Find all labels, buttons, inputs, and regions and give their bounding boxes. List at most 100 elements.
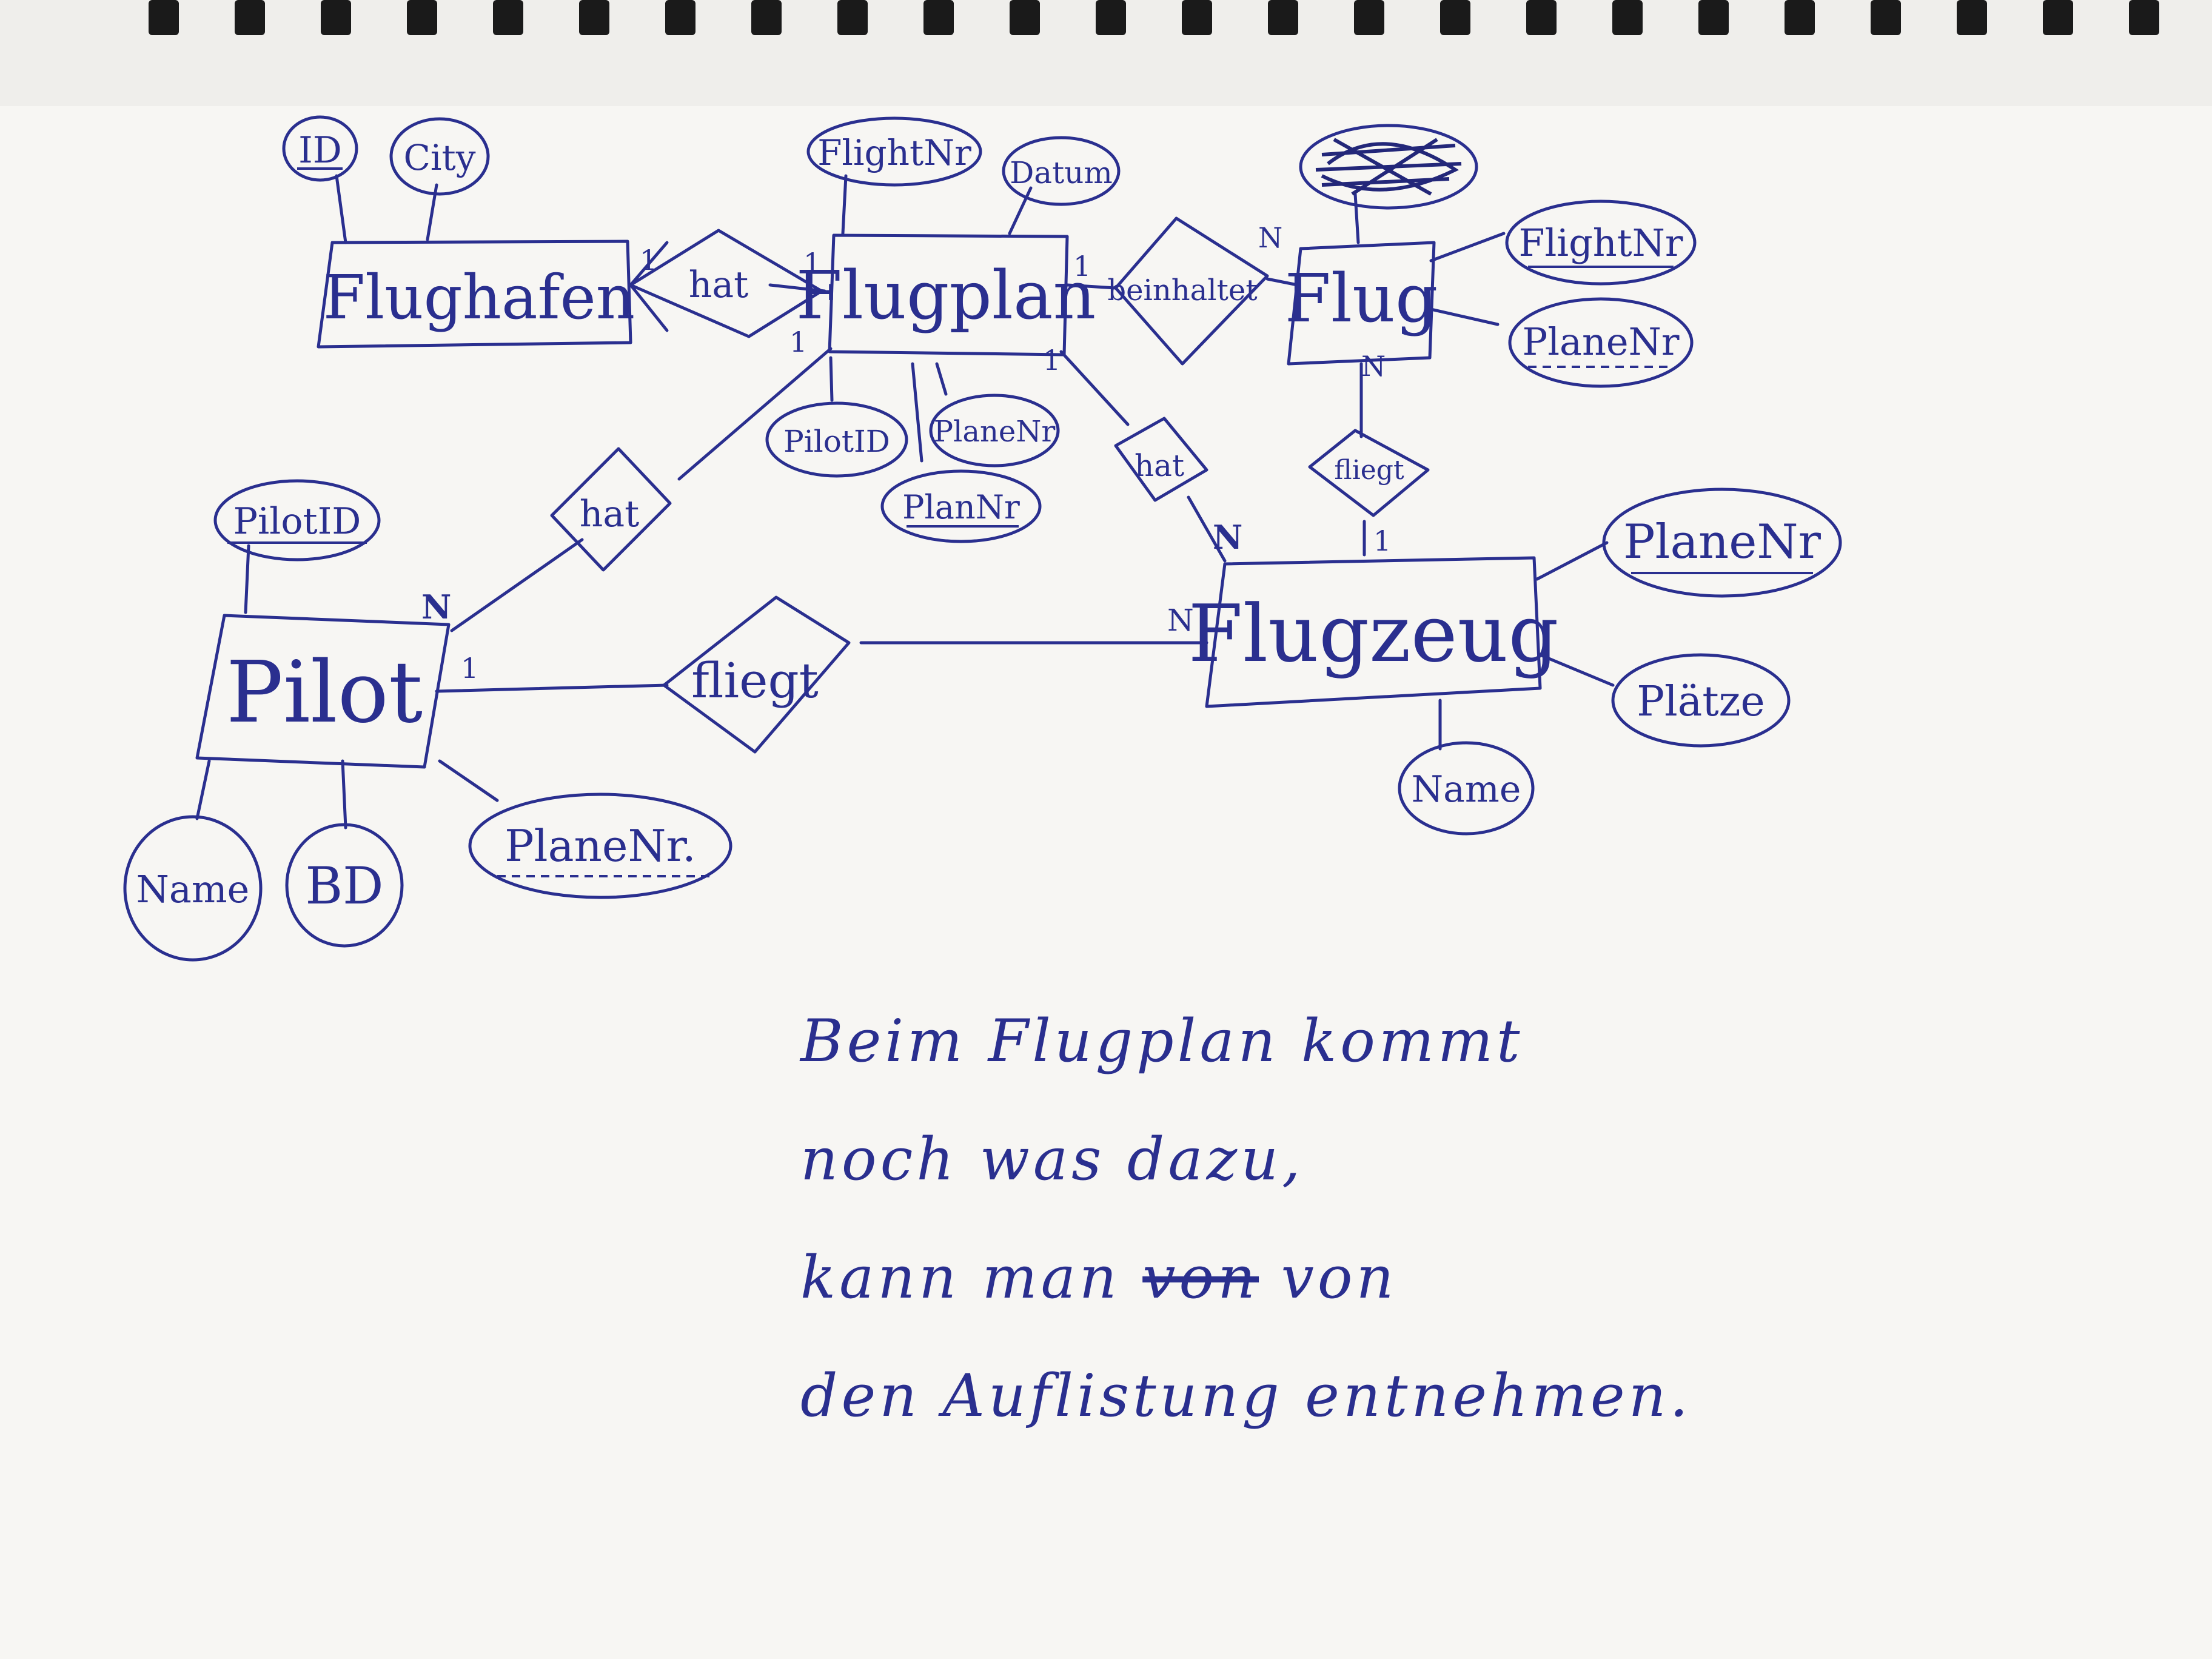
relationship-label: hat	[1134, 448, 1184, 483]
note-line-4: den Auflistung entnehmen.	[800, 1362, 1692, 1430]
attribute-label: PlaneNr	[1522, 320, 1679, 364]
entity-label: Pilot	[226, 643, 423, 742]
binding-ring	[1871, 0, 1901, 35]
relationship-label: beinhaltet	[1107, 273, 1257, 307]
entity-label: Flugplan	[796, 256, 1096, 334]
attr-flugplan-datum: Datum	[1002, 136, 1121, 206]
binding-ring	[1526, 0, 1557, 35]
binding-ring	[2129, 0, 2159, 35]
attribute-label: City	[403, 137, 475, 178]
attribute-label: PilotID	[233, 500, 361, 543]
note-struck-word: von	[1142, 1244, 1259, 1312]
entity-flughafen: Flughafen	[317, 240, 635, 349]
attr-pilot-pilotid: PilotID	[213, 479, 381, 561]
attr-flugplan-plannr: PlanNr	[880, 469, 1042, 543]
rel-flugplan-pilot: hat	[550, 447, 672, 572]
binding-ring	[1268, 0, 1298, 35]
entity-label: Flughafen	[323, 262, 635, 333]
binding-ring	[665, 0, 695, 35]
rel-flug-flugzeug: fliegt	[1308, 429, 1430, 517]
binding-ring	[1612, 0, 1643, 35]
note-line-3-start: kann man	[800, 1244, 1121, 1312]
entity-pilot: Pilot	[195, 614, 451, 769]
binding-ring	[235, 0, 265, 35]
binding-ring	[2043, 0, 2073, 35]
handwritten-note: Beim Flugplan kommt noch was dazu, kann …	[800, 982, 1710, 1455]
note-line-3: kann man von von	[800, 1219, 1710, 1337]
binding-ring	[1354, 0, 1384, 35]
cardinality-label: 1	[461, 652, 478, 685]
attr-flug-planenr: PlaneNr	[1508, 297, 1694, 388]
binding-ring	[321, 0, 351, 35]
binding-ring	[1182, 0, 1212, 35]
attr-flugplan-pilotid: PilotID	[765, 401, 908, 478]
note-line-1: Beim Flugplan kommt	[800, 1007, 1524, 1075]
binding-ring	[751, 0, 782, 35]
cardinality-label: 1	[1373, 525, 1391, 557]
attr-flug-flightnr: FlightNr	[1505, 199, 1697, 286]
attr-flugzeug-plaetze: Plätze	[1611, 653, 1791, 748]
attribute-label: ID	[298, 129, 342, 172]
binding-ring	[407, 0, 437, 35]
attribute-label: Datum	[1010, 155, 1113, 190]
binding-ring	[1785, 0, 1815, 35]
note-line-3-end: von	[1281, 1244, 1398, 1312]
binding-ring	[1698, 0, 1729, 35]
attr-pilot-planenr: PlaneNr.	[468, 793, 732, 899]
rel-flugplan-flug: beinhaltet	[1107, 216, 1269, 366]
note-line-2: noch was dazu,	[800, 1125, 1304, 1193]
attribute-label: Name	[1412, 768, 1521, 811]
binding-ring	[1440, 0, 1470, 35]
cardinality-label: N	[1213, 518, 1242, 557]
attr-flughafen-id: ID	[282, 115, 358, 182]
binding-ring	[579, 0, 609, 35]
rel-flughafen-flugplan: hat	[629, 229, 823, 338]
entity-label: Flugzeug	[1188, 588, 1558, 680]
entity-flug: Flug	[1285, 241, 1438, 366]
attr-flughafen-city: City	[389, 117, 490, 196]
attribute-label: Plätze	[1637, 678, 1765, 726]
entity-flugzeug: Flugzeug	[1188, 556, 1559, 708]
cardinalities: 1 1 1 N N 1 1 N 1 N 1 N	[421, 221, 1391, 685]
cardinality-label: 1	[640, 244, 657, 276]
entity-flugplan: Flugplan	[796, 233, 1096, 357]
cardinality-label: 1	[1043, 344, 1061, 377]
attr-flugplan-flightnr: FlightNr	[806, 116, 982, 187]
cardinality-label: 1	[789, 326, 807, 358]
cardinality-label: 1	[803, 247, 821, 280]
binding-ring	[1096, 0, 1126, 35]
relationship-label: fliegt	[691, 652, 819, 709]
entity-label: Flug	[1285, 260, 1438, 337]
spiral-binding	[149, 0, 2159, 35]
rel-flugplan-flugzeug: hat	[1114, 417, 1208, 502]
cardinality-label: N	[1361, 350, 1386, 383]
binding-ring	[1010, 0, 1040, 35]
attribute-label: FlightNr	[817, 132, 971, 173]
relationship-label: hat	[580, 493, 640, 535]
cardinality-label: N	[421, 588, 451, 626]
attribute-label: PlaneNr.	[504, 820, 696, 871]
attribute-label: PlaneNr	[934, 415, 1056, 449]
cardinality-label: N	[1258, 221, 1282, 254]
cardinality-label: N	[1167, 603, 1194, 638]
binding-ring	[923, 0, 954, 35]
attribute-label: PilotID	[783, 424, 890, 459]
attr-flugzeug-planenr: PlaneNr	[1602, 488, 1842, 598]
attr-flugplan-planenr: PlaneNr	[929, 394, 1060, 468]
attr-flugzeug-name: Name	[1398, 741, 1535, 836]
binding-ring	[149, 0, 179, 35]
attribute-label: Name	[136, 867, 250, 911]
binding-ring	[1957, 0, 1987, 35]
attribute-label: FlightNr	[1518, 221, 1683, 265]
binding-ring	[493, 0, 523, 35]
rel-pilot-flugzeug: fliegt	[662, 595, 851, 754]
binding-ring	[837, 0, 868, 35]
attr-pilot-bd: BD	[285, 823, 404, 948]
attribute-label: BD	[305, 856, 383, 916]
attribute-label: PlaneNr	[1623, 515, 1822, 569]
attr-pilot-name: Name	[123, 815, 263, 962]
cardinality-label: 1	[1073, 250, 1091, 283]
relationship-label: hat	[689, 264, 749, 306]
